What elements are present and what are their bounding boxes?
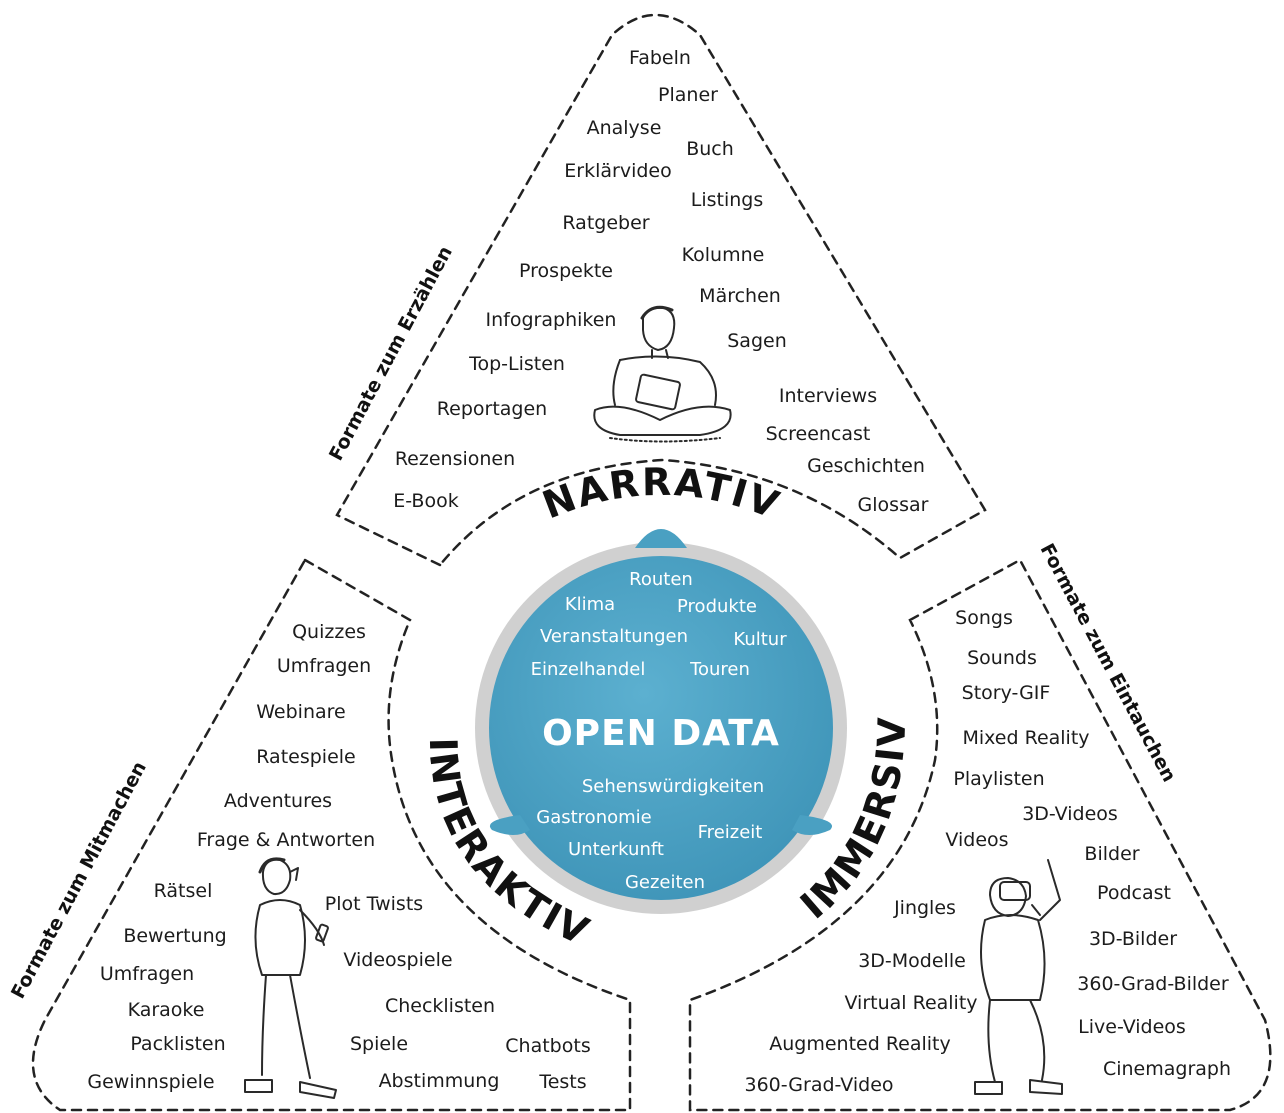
narrativ-format: Interviews — [779, 385, 877, 407]
person-vr-headset-icon — [974, 859, 1063, 1095]
immersiv-format: Podcast — [1097, 882, 1171, 904]
narrativ-format: Top-Listen — [468, 353, 565, 375]
interaktiv-format: Bewertung — [123, 925, 226, 947]
immersiv-format: 360-Grad-Video — [744, 1074, 893, 1096]
center-title: OPEN DATA — [542, 713, 780, 754]
interaktiv-format: Ratespiele — [256, 746, 355, 768]
narrativ-format: E-Book — [393, 490, 458, 512]
narrativ-format: Prospekte — [519, 260, 613, 282]
interaktiv-format: Packlisten — [130, 1033, 225, 1055]
narrativ-side-label: Formate zum Erzählen — [325, 243, 457, 465]
immersiv-format: 360-Grad-Bilder — [1077, 973, 1229, 995]
immersiv-format: Virtual Reality — [844, 992, 977, 1014]
interaktiv-format: Abstimmung — [379, 1070, 500, 1092]
interaktiv-format: Chatbots — [505, 1035, 590, 1057]
interaktiv-region-outline — [31, 558, 632, 1112]
immersiv-format: Sounds — [967, 647, 1037, 669]
narrativ-format: Infographiken — [486, 309, 617, 331]
topic-einzelhandel: Einzelhandel — [531, 659, 646, 680]
immersiv-format: Playlisten — [953, 768, 1044, 790]
person-sitting-tablet-icon — [593, 305, 732, 443]
center-tab-left — [489, 815, 530, 835]
topic-freizeit: Freizeit — [698, 822, 763, 843]
interaktiv-format: Tests — [538, 1071, 586, 1093]
interaktiv-format: Videospiele — [343, 949, 452, 971]
narrativ-format: Glossar — [858, 494, 929, 516]
interaktiv-format: Adventures — [224, 790, 332, 812]
topic-touren: Touren — [689, 659, 750, 680]
narrativ-format: Screencast — [766, 423, 871, 445]
immersiv-format: Bilder — [1084, 843, 1139, 865]
person-walking-phone-icon — [244, 857, 337, 1099]
narrativ-format: Erklärvideo — [564, 160, 671, 182]
immersiv-format: Jingles — [893, 897, 956, 919]
narrativ-format: Kolumne — [682, 244, 765, 266]
immersiv-format: 3D-Modelle — [858, 950, 966, 972]
topic-klima: Klima — [565, 594, 615, 615]
interaktiv-format: Spiele — [350, 1033, 408, 1055]
immersiv-format: 3D-Videos — [1022, 803, 1118, 825]
interaktiv-format: Quizzes — [292, 621, 366, 643]
topic-veranstaltungen: Veranstaltungen — [540, 626, 688, 647]
interaktiv-format: Checklisten — [385, 995, 495, 1017]
immersiv-format: Songs — [955, 607, 1013, 629]
interaktiv-format: Frage & Antworten — [197, 829, 375, 851]
topic-kultur: Kultur — [733, 629, 787, 650]
narrativ-format: Sagen — [727, 330, 787, 352]
immersiv-format: Augmented Reality — [769, 1033, 951, 1055]
narrativ-label-path: NARRATIV — [537, 460, 785, 528]
narrativ-format: Listings — [691, 189, 764, 211]
interaktiv-format: Umfragen — [277, 655, 371, 677]
immersiv-format: 3D-Bilder — [1089, 928, 1177, 950]
immersiv-format: Cinemagraph — [1103, 1058, 1231, 1080]
narrativ-region-outline — [335, 13, 987, 567]
narrativ-format: Fabeln — [629, 47, 691, 69]
center-tab-right — [792, 815, 832, 835]
topic-unterkunft: Unterkunft — [568, 839, 664, 860]
topic-sehenswuerdigkeiten: Sehenswürdigkeiten — [582, 776, 764, 797]
immersiv-format: Live-Videos — [1078, 1016, 1186, 1038]
interaktiv-format: Karaoke — [128, 999, 205, 1021]
topic-gezeiten: Gezeiten — [625, 872, 705, 893]
immersiv-format: Story-GIF — [962, 682, 1051, 704]
narrativ-label: NARRATIV — [537, 460, 787, 528]
interaktiv-format: Gewinnspiele — [87, 1071, 214, 1093]
center-disc — [489, 556, 833, 900]
interaktiv-format: Plot Twists — [325, 893, 423, 915]
narrativ-format: Buch — [686, 138, 734, 160]
interaktiv-format: Umfragen — [100, 963, 194, 985]
immersiv-format: Mixed Reality — [962, 727, 1089, 749]
interaktiv-format: Rätsel — [154, 880, 213, 902]
interaktiv-format: Webinare — [256, 701, 345, 723]
narrativ-format: Ratgeber — [562, 212, 649, 234]
narrativ-format: Rezensionen — [395, 448, 515, 470]
narrativ-format: Reportagen — [437, 398, 547, 420]
immersiv-region-outline — [688, 558, 1272, 1112]
topic-routen: Routen — [629, 569, 693, 590]
topic-gastronomie: Gastronomie — [536, 807, 651, 828]
immersiv-format: Videos — [945, 829, 1008, 851]
topic-produkte: Produkte — [677, 596, 757, 617]
narrativ-format: Geschichten — [807, 455, 925, 477]
narrativ-format: Analyse — [587, 117, 662, 139]
narrativ-format: Märchen — [699, 285, 781, 307]
center-tab-top — [635, 529, 687, 548]
narrativ-format: Planer — [658, 84, 718, 106]
